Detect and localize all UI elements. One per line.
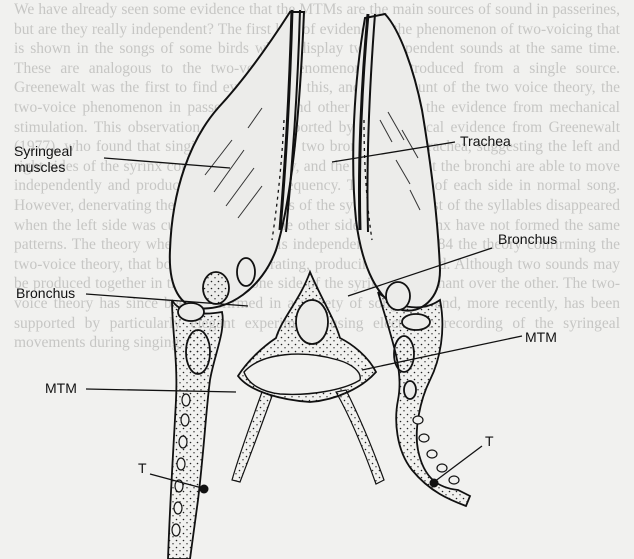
label-mtm-left: MTM xyxy=(45,380,77,396)
t-right-dot xyxy=(430,479,439,488)
label-trachea: Trachea xyxy=(460,133,511,149)
label-syringeal-muscles-line2: muscles xyxy=(14,159,72,175)
label-bronchus-right: Bronchus xyxy=(498,231,557,247)
t-left-dot xyxy=(200,485,209,494)
right-syringeal-muscle xyxy=(353,14,440,311)
label-t-left: T xyxy=(138,460,147,476)
leader-mtm-left xyxy=(86,389,236,392)
label-mtm-right: MTM xyxy=(525,329,557,345)
label-t-right: T xyxy=(485,433,494,449)
lower-left-tract xyxy=(232,392,272,482)
label-syringeal-muscles-line1: Syringeal xyxy=(14,143,72,159)
lower-right-tract xyxy=(336,390,384,484)
label-bronchus-left: Bronchus xyxy=(16,285,75,301)
label-syringeal-muscles: Syringeal muscles xyxy=(14,143,72,175)
